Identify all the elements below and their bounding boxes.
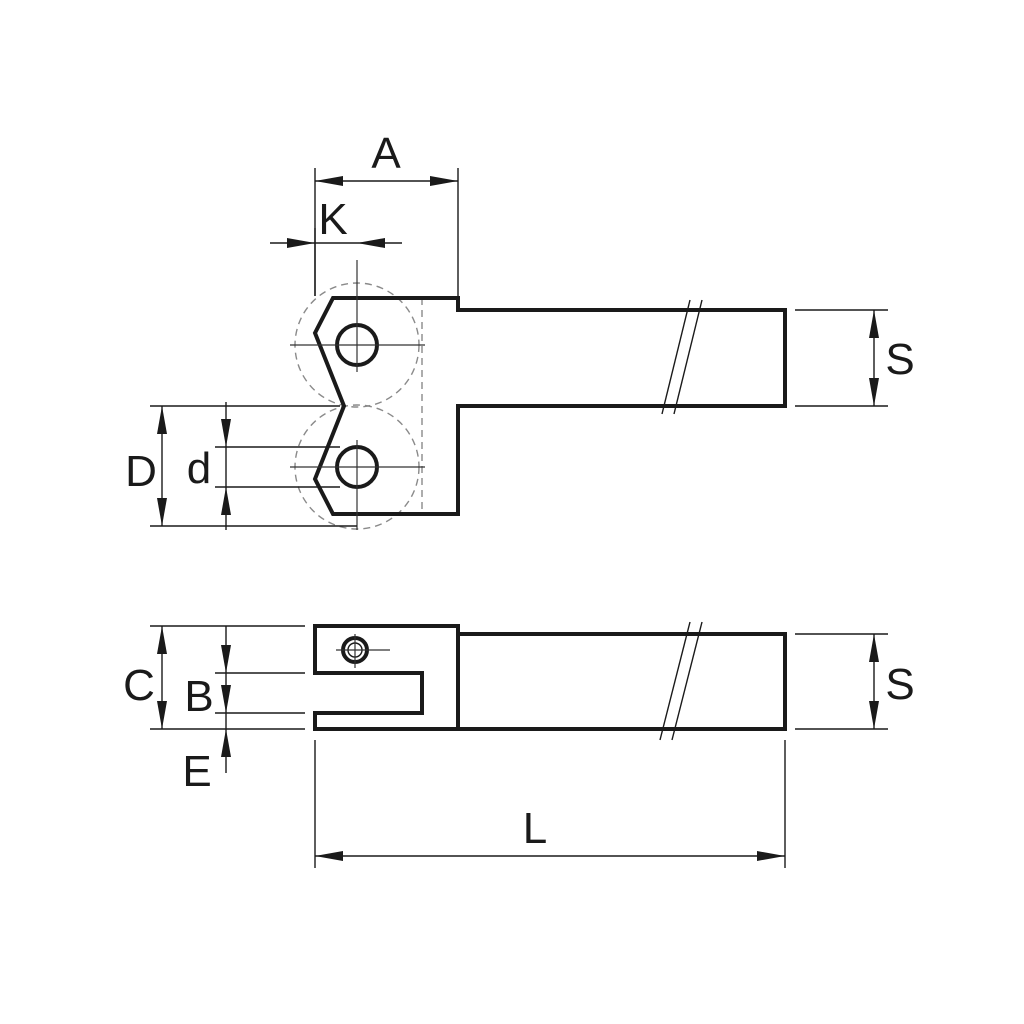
label-L: L [523,804,547,853]
label-d: d [187,444,211,493]
label-A: A [371,129,401,178]
label-S-top: S [885,335,914,384]
label-S-bottom: S [885,660,914,709]
dimension-E: E [182,747,211,796]
side-view [313,621,787,741]
break-line-3 [659,621,691,741]
label-C: C [123,661,155,710]
top-view [290,260,787,530]
label-K: K [318,195,347,244]
break-line-1 [661,299,691,415]
dimension-S-bottom: S [795,633,915,730]
dimension-S-top: S [795,309,915,407]
break-line-2 [673,299,703,415]
label-D: D [125,447,157,496]
dimension-C: C [123,625,305,730]
dimension-B: B [184,626,305,773]
top-view-body [312,296,787,516]
break-line-4 [671,621,703,741]
label-E: E [182,747,211,796]
dimension-D: D [125,405,357,527]
side-view-body [313,624,787,731]
label-B: B [184,672,213,721]
dimension-d: d [187,402,340,530]
dimension-L: L [314,740,786,868]
dimension-K: K [270,195,402,296]
